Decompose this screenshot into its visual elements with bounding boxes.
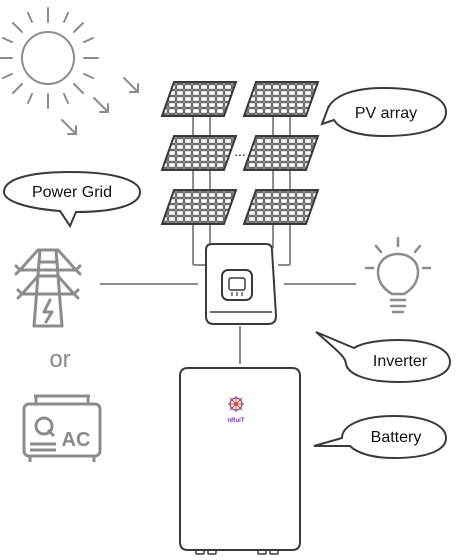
battery: nRuiT [179,367,301,555]
pv-array: ... [160,81,320,266]
solar-panel [242,135,320,171]
inverter-callout: Inverter [315,331,452,384]
ray-arrow-1 [61,119,77,135]
generator-ac-label: AC [62,429,91,451]
light-bulb-icon [364,236,432,314]
solar-panel [160,135,238,171]
generator-icon: AC [22,394,102,462]
solar-panel [242,189,320,225]
solar-panel [160,81,238,117]
power-grid-callout: Power Grid [2,170,142,229]
or-label: or [49,346,70,373]
ray-arrow-2 [93,97,109,113]
power-tower-icon [14,248,82,328]
sun-ray-arrows [61,77,139,135]
battery-callout: Battery [313,414,448,460]
ray-arrow-3 [123,77,139,93]
power-grid-label: Power Grid [32,184,112,201]
solar-panel [242,81,320,117]
inverter-label: Inverter [373,353,428,370]
battery-label: Battery [371,429,422,446]
sun-icon [0,7,99,109]
solar-panel [160,189,238,225]
pv-array-label: PV array [355,105,417,122]
pv-array-callout: PV array [320,86,448,138]
pv-ellipsis: ... [234,143,246,159]
brand-logo: nRuiT [228,396,245,424]
inverter-display [221,269,253,301]
battery-feet [195,549,279,555]
brand-name: nRuiT [228,418,245,424]
inverter [205,243,278,325]
